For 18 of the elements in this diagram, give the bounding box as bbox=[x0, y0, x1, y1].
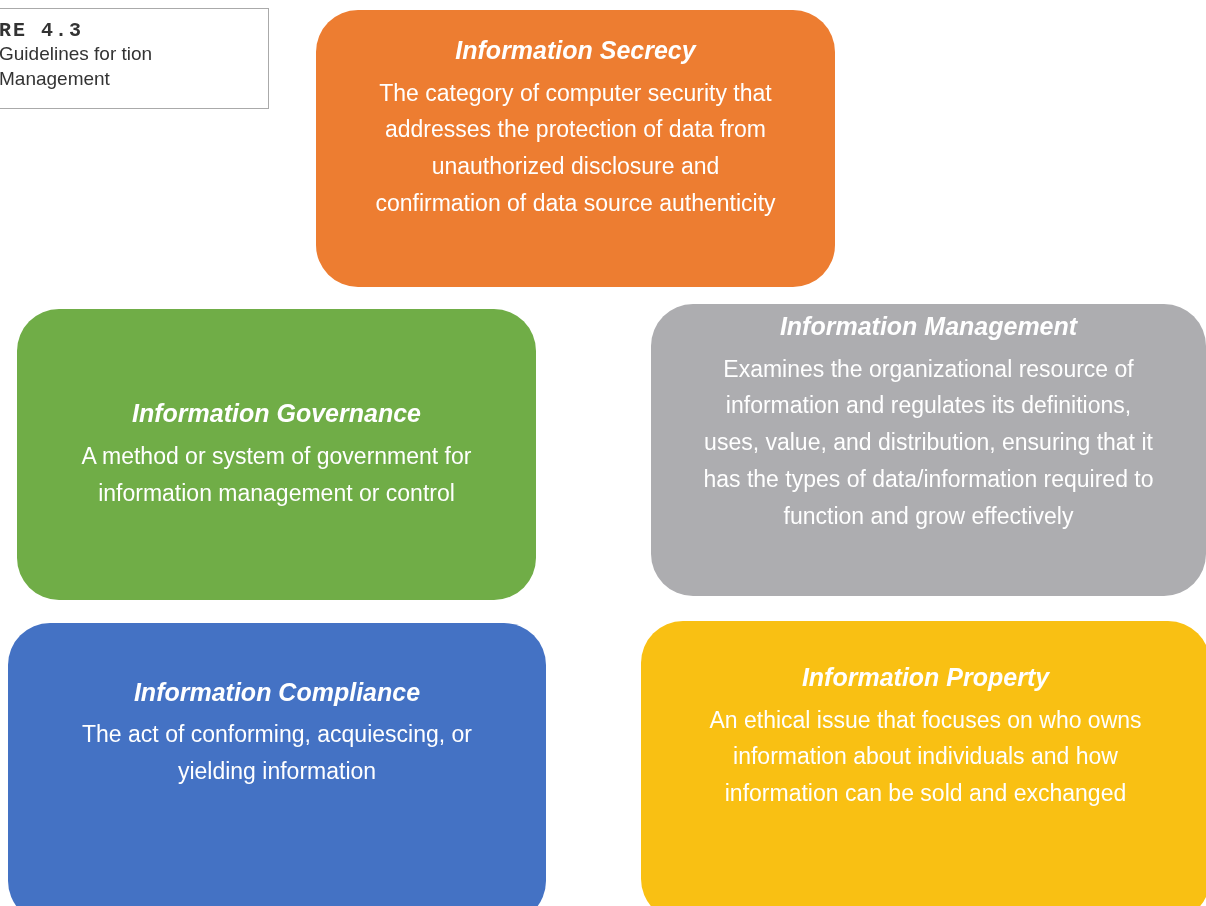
card-description: Examines the organizational resource of information and regulates its definitions, uses, value, and distribution, ensuring that it has the types of data/information required to function and grow effectively bbox=[702, 354, 1155, 531]
topic-card bbox=[641, 621, 1206, 906]
card-heading: Information Management bbox=[779, 311, 1078, 342]
topic-card bbox=[316, 10, 835, 287]
card-description: A method or system of government for information management or control bbox=[80, 441, 473, 508]
card-heading: Information Governance bbox=[132, 398, 421, 430]
card-description: The category of computer security that addresses the protection of data from unauthorized disclosure and confirmation of data source authenticity bbox=[374, 78, 777, 218]
topic-card bbox=[17, 309, 536, 600]
card-heading: Information Property bbox=[801, 662, 1050, 693]
topic-card bbox=[8, 623, 546, 906]
topic-card bbox=[651, 304, 1206, 596]
card-description: The act of conforming, acquiescing, or yielding information bbox=[81, 720, 473, 787]
figure-number: RE 4.3 bbox=[0, 19, 84, 42]
card-heading: Information Compliance bbox=[133, 676, 421, 708]
card-heading: Information Secrecy bbox=[455, 35, 696, 66]
figure-caption-box bbox=[0, 8, 269, 109]
card-description: An ethical issue that focuses on who owns information about individuals and how information can be sold and exchanged bbox=[708, 705, 1143, 809]
figure-title: Guidelines for tion Management bbox=[0, 42, 154, 91]
